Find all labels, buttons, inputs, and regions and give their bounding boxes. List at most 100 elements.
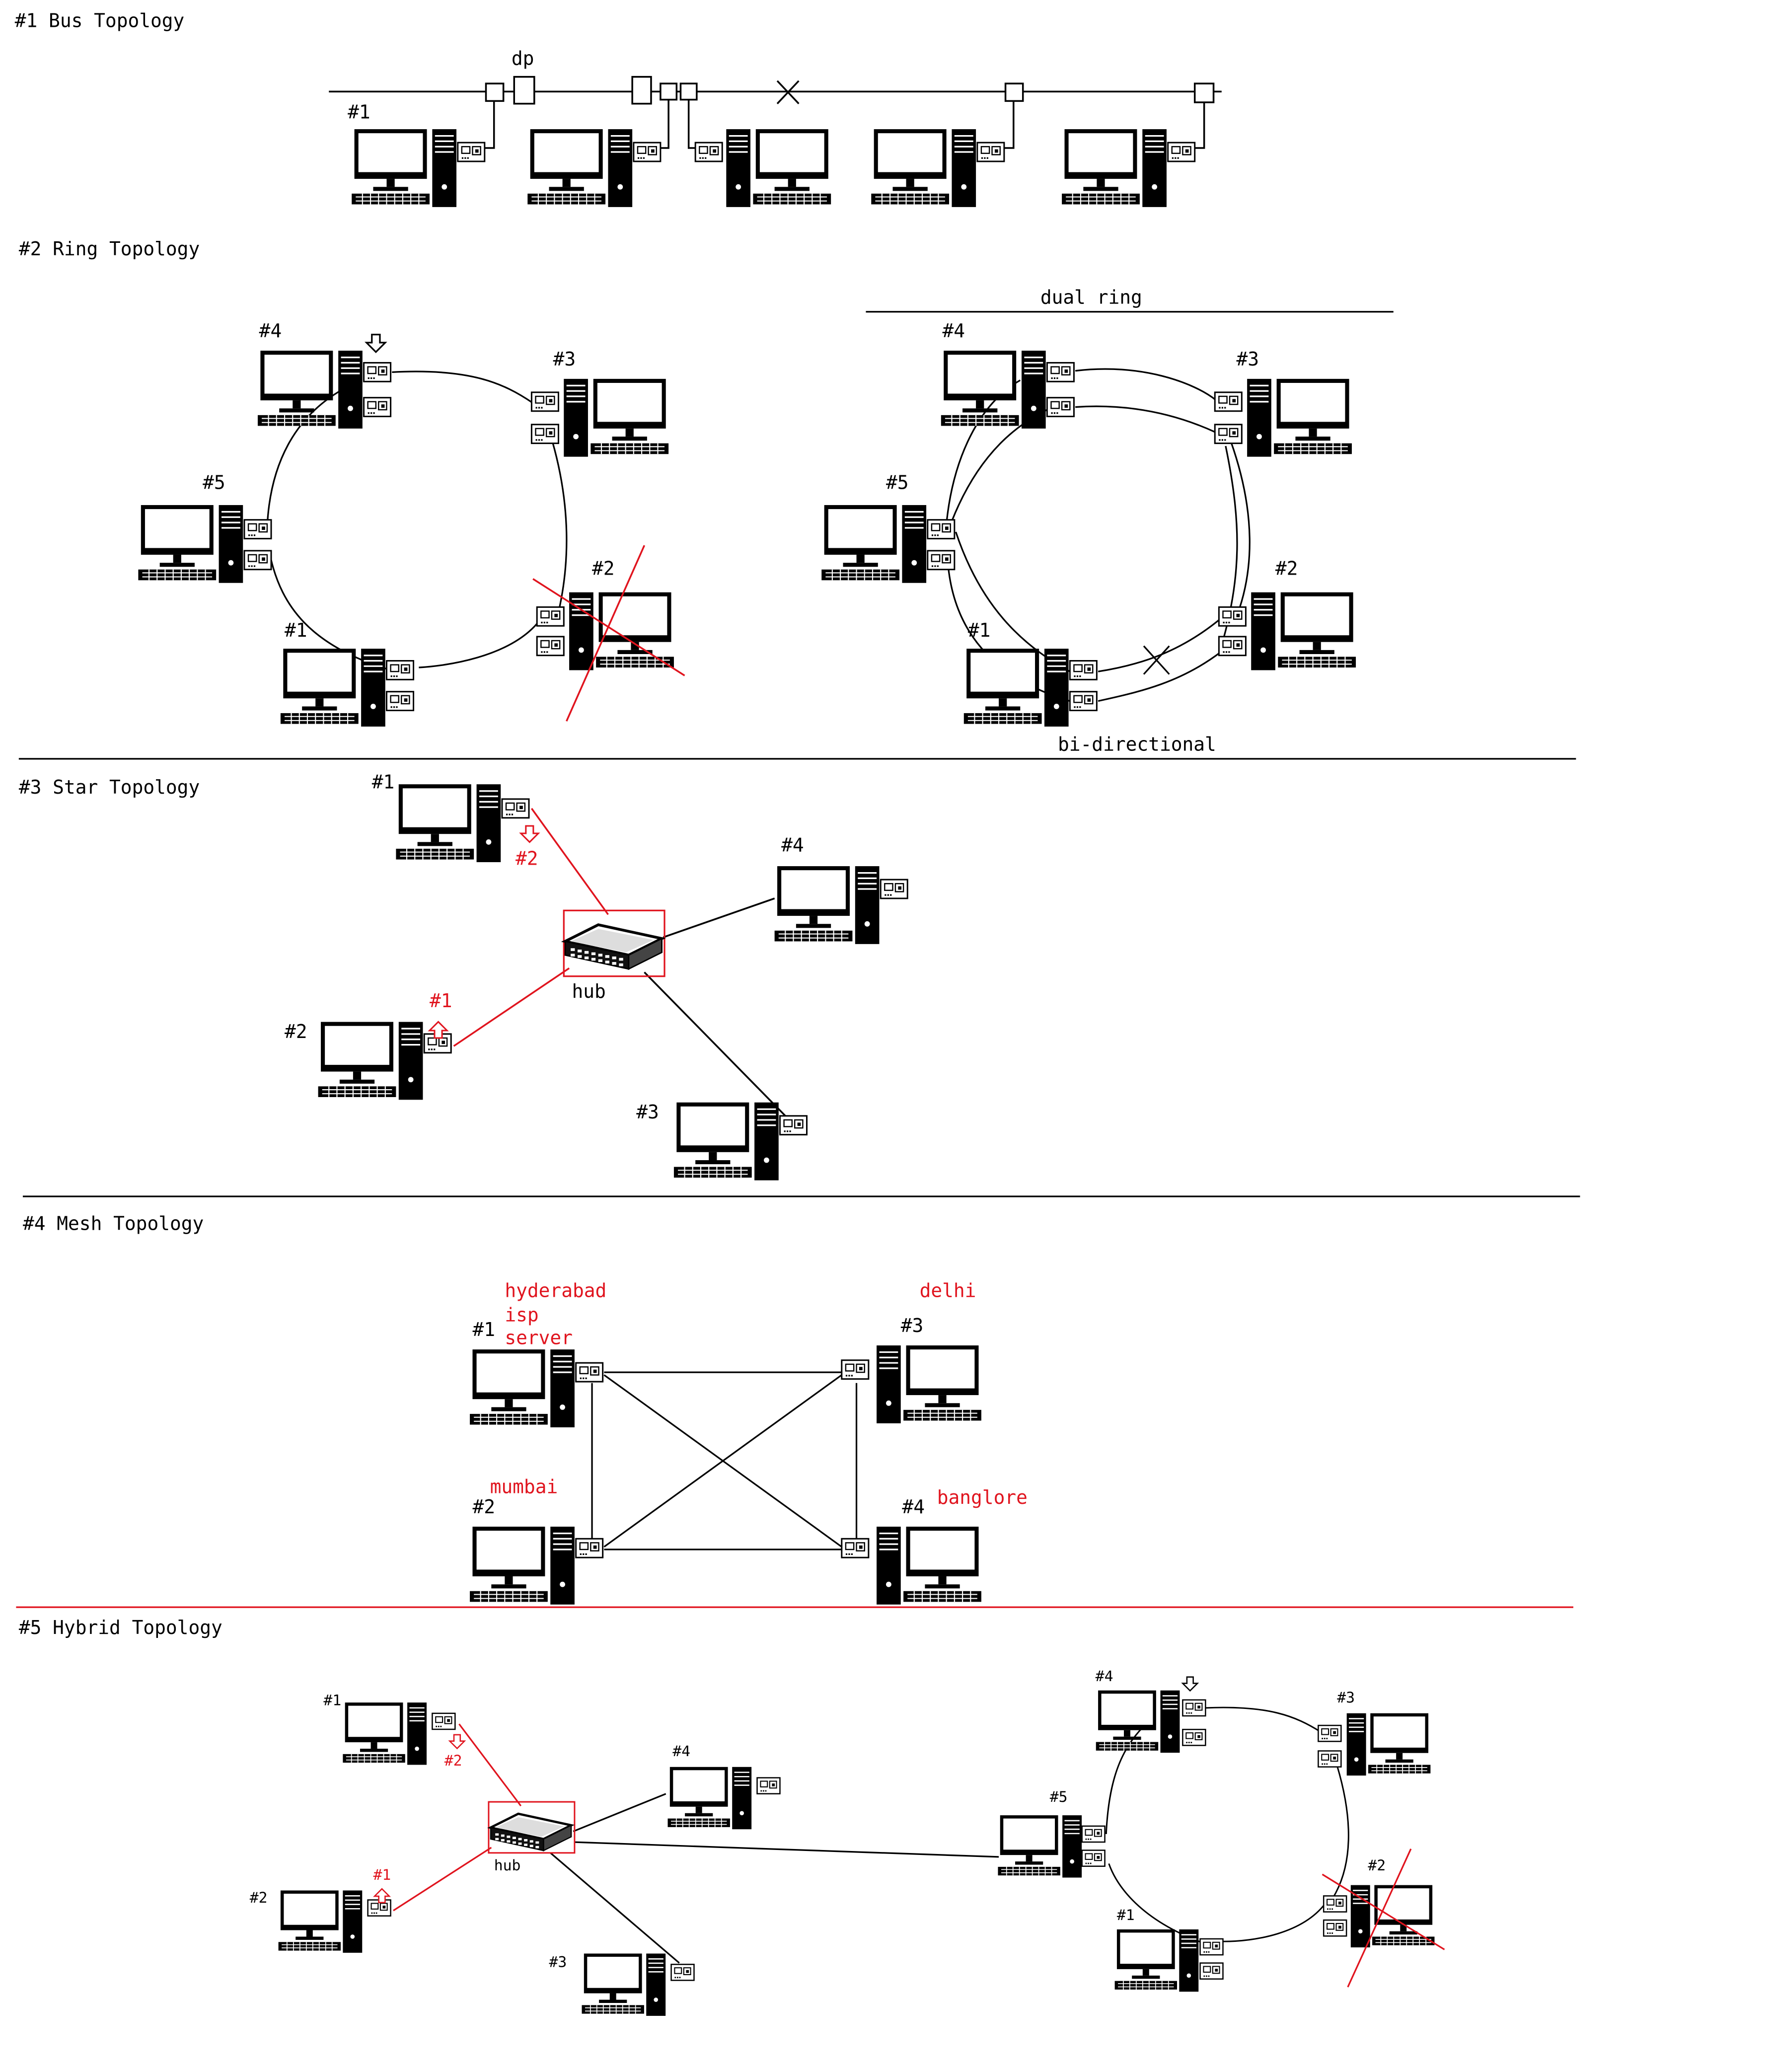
network-card-icon (1069, 691, 1098, 712)
desktop-computer-icon (1114, 1928, 1199, 1993)
network-card-icon (536, 606, 565, 627)
dual-ring-node-1-label: #1 (968, 619, 991, 641)
hollow-arrow-icon (520, 825, 539, 843)
hybrid-star-node-2-label: #2 (250, 1889, 268, 1907)
bus-node-1-label: #1 (348, 101, 370, 123)
bus-tap (1004, 82, 1024, 102)
desktop-computer-icon (963, 648, 1070, 728)
network-card-icon (841, 1359, 870, 1380)
network-card-icon (363, 362, 392, 382)
star-cables (453, 808, 788, 1118)
hybrid-star-node-4-label: #4 (672, 1743, 690, 1760)
network-card-icon (1199, 1962, 1224, 1980)
desktop-computer-icon (351, 128, 457, 208)
dual-ring-label: dual ring (1040, 286, 1142, 308)
desktop-computer-icon (997, 1814, 1083, 1878)
network-hub-icon (565, 925, 662, 969)
mesh-cables (591, 1371, 858, 1551)
network-card-icon (1081, 1825, 1106, 1843)
star-computers (317, 783, 908, 1182)
desktop-computer-icon (870, 128, 977, 208)
mesh-node-4-label: #4 (902, 1496, 925, 1518)
mesh-node-2-label: #2 (472, 1496, 495, 1518)
desktop-computer-icon (342, 1702, 428, 1766)
desktop-computer-icon (1346, 1712, 1431, 1776)
network-card-icon (1046, 362, 1075, 382)
hybrid-ring-node-4-label: #4 (1096, 1668, 1113, 1685)
star-hub-label: hub (572, 980, 605, 1002)
network-card-icon (927, 550, 956, 571)
network-card-icon (841, 1538, 870, 1558)
hybrid-title: #5 Hybrid Topology (19, 1617, 222, 1638)
network-card-icon (457, 142, 486, 162)
bus-tap (485, 82, 505, 102)
isp-label: isp (505, 1304, 538, 1326)
desktop-computer-icon (280, 648, 386, 728)
dual-ring-node-2-label: #2 (1275, 558, 1298, 580)
star-node-3-label: #3 (636, 1101, 659, 1123)
hyderabad-label: hyderabad (505, 1280, 606, 1302)
server-label: server (505, 1327, 573, 1348)
hybrid-hub-highlight (488, 1801, 576, 1854)
star-node-4-label: #4 (781, 834, 804, 856)
star-red-2-label: #2 (516, 847, 538, 869)
dual-ring-node-3-label: #3 (1236, 348, 1259, 370)
desktop-computer-icon (278, 1890, 363, 1954)
network-card-icon (431, 1712, 456, 1730)
bus-tap (660, 82, 678, 101)
desktop-computer-icon (940, 350, 1047, 430)
ring-node-5-label: #5 (203, 472, 225, 494)
network-card-icon (1081, 1850, 1106, 1867)
hybrid-hub-label: hub (494, 1857, 521, 1874)
network-card-icon (1046, 397, 1075, 418)
desktop-computer-icon (469, 1348, 576, 1428)
network-card-icon (575, 1362, 604, 1383)
hollow-arrow-icon (449, 1734, 465, 1749)
mesh-title: #4 Mesh Topology (23, 1213, 204, 1235)
hollow-arrow-icon (1182, 1676, 1198, 1692)
network-card-icon (575, 1538, 604, 1558)
delhi-label: delhi (920, 1280, 976, 1302)
desktop-computer-icon (774, 865, 881, 945)
network-card-icon (1069, 660, 1098, 680)
bus-tap (679, 82, 698, 101)
banglore-label: banglore (937, 1486, 1028, 1508)
hybrid-star-node-1-label: #1 (323, 1692, 341, 1709)
network-card-icon (1218, 636, 1247, 657)
network-card-icon (1214, 391, 1243, 412)
bus-tap (1193, 82, 1215, 103)
network-card-icon (530, 424, 560, 444)
network-card-icon (670, 1963, 695, 1981)
dual-ring-node-5-label: #5 (886, 472, 909, 494)
network-card-icon (1181, 1699, 1206, 1717)
star-node-2-label: #2 (285, 1021, 307, 1042)
network-card-icon (1199, 1938, 1224, 1956)
hybrid-failed-node-cross (1322, 1849, 1445, 1988)
hybrid-ring-node-2-label: #2 (1368, 1857, 1386, 1874)
desktop-computer-icon (673, 1102, 780, 1182)
ring-node-2-label: #2 (592, 558, 615, 580)
desktop-computer-icon (563, 378, 669, 458)
ring-computers (137, 350, 675, 728)
network-card-icon (385, 691, 415, 712)
mesh-node-3-label: #3 (901, 1315, 924, 1336)
star-node-1-label: #1 (372, 771, 395, 793)
desktop-computer-icon (1250, 592, 1357, 671)
ring-node-4-label: #4 (259, 320, 282, 342)
desktop-computer-icon (1350, 1884, 1435, 1948)
network-hub-icon (491, 1814, 571, 1850)
dp-label: dp (512, 47, 534, 69)
network-card-icon (633, 142, 662, 162)
hybrid-star-node-3-label: #3 (549, 1954, 567, 1971)
desktop-computer-icon (876, 1526, 982, 1606)
network-card-icon (927, 519, 956, 540)
network-card-icon (1317, 1750, 1342, 1768)
dp-box (631, 75, 652, 105)
bus-title: #1 Bus Topology (15, 10, 185, 32)
network-card-icon (756, 1777, 781, 1795)
hybrid-ring-node-1-label: #1 (1117, 1907, 1135, 1924)
network-card-icon (530, 391, 560, 412)
hybrid-star-cables (393, 1723, 999, 1964)
star-title: #3 Star Topology (19, 776, 200, 798)
mumbai-label: mumbai (490, 1476, 558, 1497)
